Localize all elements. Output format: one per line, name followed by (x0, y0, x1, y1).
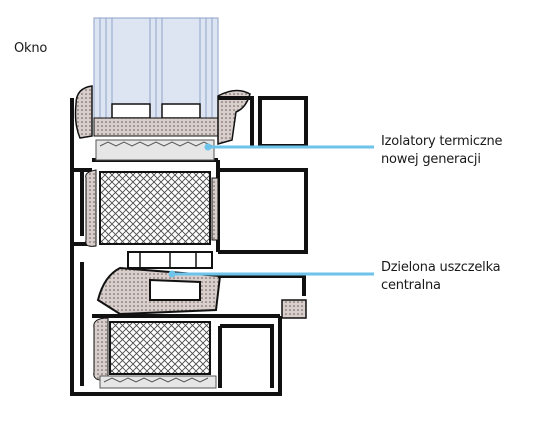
glazing-unit (93, 17, 219, 137)
thermal-insulator-top (95, 139, 215, 161)
callout-dot-insulator (204, 143, 212, 151)
callout-label-insulator: Izolatory termiczne nowej generacji (381, 133, 503, 169)
frame-profile (70, 244, 306, 396)
insulation-core-upper (85, 169, 219, 247)
central-gasket (96, 251, 307, 319)
glazing-gaskets (74, 85, 251, 145)
callout-dot-gasket (168, 270, 176, 278)
callout-label-line: Izolatory termiczne (381, 134, 503, 149)
callout-label-line: nowej generacji (381, 152, 481, 167)
diagram-title: Okno (14, 41, 48, 56)
callout-lines (168, 143, 374, 278)
callout-label-line: centralna (381, 278, 441, 293)
callout-label-gasket: Dzielona uszczelka centralna (381, 259, 501, 295)
insulation-core-lower (93, 317, 217, 389)
callout-label-line: Dzielona uszczelka (381, 260, 501, 275)
